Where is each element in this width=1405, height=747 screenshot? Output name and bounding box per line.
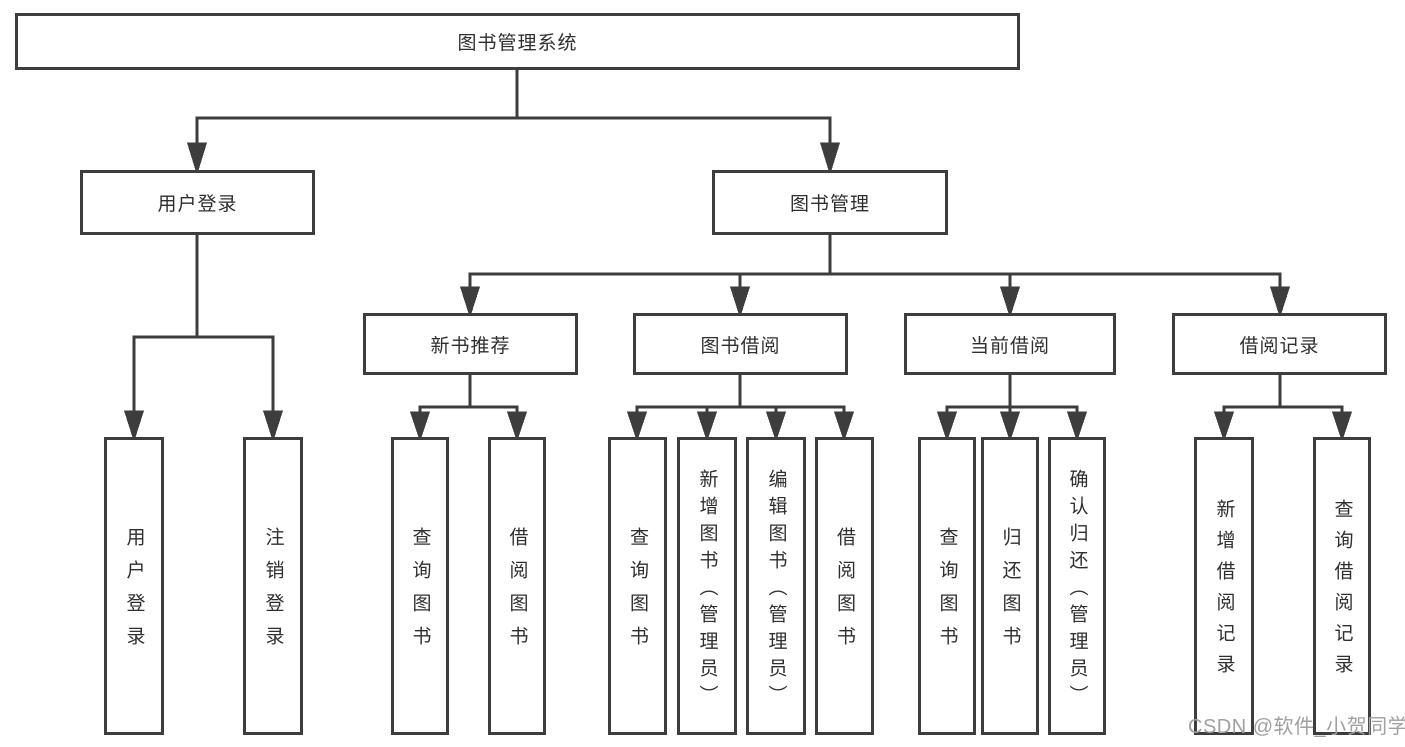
leaf-user-login: 用户登录 (104, 437, 164, 735)
leaf-query-borrow-record: 查询借阅记录 (1313, 437, 1371, 735)
arrowhead (459, 286, 481, 318)
leaf-query-book-borrow: 查询图书 (608, 437, 667, 735)
leaf-borrow-book: 借阅图书 (815, 437, 874, 735)
node-current-borrow: 当前借阅 (904, 313, 1116, 375)
arrowhead (1066, 411, 1088, 442)
node-current-borrow-label: 当前借阅 (969, 335, 1050, 357)
edge-borrowrecords-to-leaves (1213, 375, 1353, 442)
leaf-return-book: 归还图书 (981, 437, 1039, 735)
arrowhead (999, 286, 1021, 318)
edge-currentborrow-to-leaves (936, 375, 1088, 442)
node-root: 图书管理系统 (15, 13, 1020, 70)
node-user-login-label: 用户登录 (157, 194, 238, 215)
csdn-watermark: CSDN @软件_小贺同学 (1188, 716, 1405, 738)
leaf-add-borrow-record-label: 新增借阅记录 (1213, 499, 1235, 685)
leaf-query-book-current: 查询图书 (918, 437, 976, 735)
arrowhead (696, 411, 718, 442)
leaf-add-borrow-record: 新增借阅记录 (1194, 437, 1254, 735)
leaf-add-book-admin: 新增图书（管理员） (677, 437, 737, 735)
node-new-book-recommend-label: 新书推荐 (430, 335, 511, 357)
arrowhead (409, 411, 431, 442)
edge-root-to-level2 (186, 70, 841, 176)
leaf-borrow-book-label: 借阅图书 (834, 527, 855, 659)
arrowhead (1213, 411, 1235, 442)
arrowhead (626, 411, 648, 442)
leaf-edit-book-admin: 编辑图书（管理员） (746, 437, 806, 735)
arrowhead (1269, 286, 1291, 318)
edge-bookmgmt-to-level3 (459, 235, 1291, 318)
node-borrow-records: 借阅记录 (1172, 313, 1387, 375)
arrowhead (186, 142, 208, 176)
node-user-login: 用户登录 (80, 170, 315, 235)
node-borrow-records-label: 借阅记录 (1239, 335, 1320, 357)
node-root-label: 图书管理系统 (457, 33, 578, 54)
leaf-borrow-book-newrec: 借阅图书 (488, 437, 546, 735)
leaf-edit-book-admin-label: 编辑图书（管理员） (765, 468, 787, 712)
leaf-query-book-newrec: 查询图书 (391, 437, 449, 735)
leaf-confirm-return-admin-label: 确认归还（管理员） (1066, 468, 1088, 712)
arrowhead (123, 410, 145, 442)
arrowhead (936, 411, 958, 442)
leaf-user-login-label: 用户登录 (123, 527, 145, 659)
node-book-management-label: 图书管理 (789, 194, 870, 215)
node-book-borrow-label: 图书借阅 (700, 335, 781, 357)
arrowhead (999, 411, 1021, 442)
arrowhead (729, 286, 751, 318)
leaf-query-book-newrec-label: 查询图书 (409, 527, 431, 659)
leaf-logout-label: 注销登录 (262, 527, 284, 659)
leaf-confirm-return-admin: 确认归还（管理员） (1048, 437, 1106, 735)
node-book-management: 图书管理 (712, 170, 948, 235)
leaf-query-book-current-label: 查询图书 (936, 527, 958, 659)
leaf-borrow-book-newrec-label: 借阅图书 (506, 527, 528, 659)
arrowhead (819, 142, 841, 176)
arrowhead (1331, 411, 1353, 442)
leaf-add-book-admin-label: 新增图书（管理员） (696, 468, 718, 712)
arrowhead (506, 411, 528, 442)
node-new-book-recommend: 新书推荐 (363, 313, 578, 375)
leaf-query-borrow-record-label: 查询借阅记录 (1331, 499, 1353, 685)
leaf-logout: 注销登录 (243, 437, 303, 735)
edge-newbooks-to-leaves (409, 375, 528, 442)
edge-bookborrow-to-leaves (626, 375, 855, 442)
arrowhead (262, 410, 284, 442)
leaf-query-book-borrow-label: 查询图书 (627, 527, 648, 659)
leaf-return-book-label: 归还图书 (999, 527, 1021, 659)
node-book-borrow: 图书借阅 (633, 313, 848, 375)
edge-userlogin-to-leaves (123, 235, 284, 442)
arrowhead (833, 411, 855, 442)
arrowhead (765, 411, 787, 442)
